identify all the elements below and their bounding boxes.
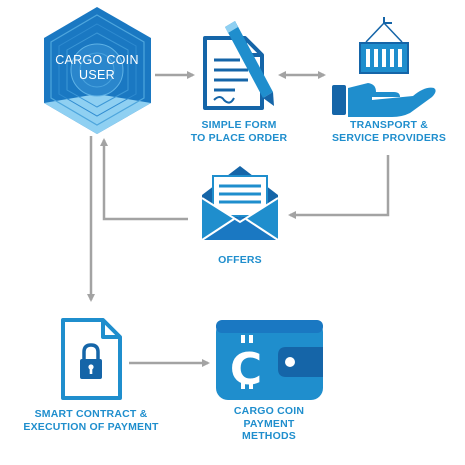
document-pen-icon: [203, 21, 274, 110]
svg-text:C: C: [230, 344, 262, 395]
providers-label-line1: TRANSPORT &: [349, 119, 429, 131]
user-label-line1: CARGO COIN: [55, 53, 139, 67]
payment-label-line2: PAYMENT: [243, 417, 295, 430]
connectors: [87, 71, 390, 367]
user-label-line2: USER: [79, 68, 115, 82]
form-label-line2: TO PLACE ORDER: [190, 131, 288, 144]
smart-contract-label: SMART CONTRACT & EXECUTION OF PAYMENT: [6, 408, 176, 433]
smart-contract-label-line1: SMART CONTRACT &: [34, 408, 148, 420]
offers-label-line1: OFFERS: [218, 254, 262, 266]
offers-label: OFFERS: [200, 254, 280, 267]
payment-label-line1: CARGO COIN: [233, 405, 305, 417]
payment-label-line3: METHODS: [242, 430, 296, 442]
smart-contract-label-line2: EXECUTION OF PAYMENT: [23, 420, 159, 433]
envelope-letter-icon: [201, 166, 279, 241]
arrow-offers-to-user: [100, 138, 188, 221]
form-label: SIMPLE FORM TO PLACE ORDER: [184, 119, 294, 144]
user-label: CARGO COIN USER: [49, 53, 145, 83]
arrow-providers-to-offers: [288, 155, 390, 219]
document-lock-icon: [61, 318, 122, 400]
form-label-line1: SIMPLE FORM: [201, 119, 277, 131]
payment-label: CARGO COIN PAYMENT METHODS: [214, 405, 324, 443]
hexagon-user-icon: [44, 7, 151, 134]
providers-label-line2: SERVICE PROVIDERS: [331, 131, 447, 144]
wallet-coin-icon: C: [216, 320, 323, 400]
providers-label: TRANSPORT & SERVICE PROVIDERS: [322, 119, 456, 144]
hand-container-icon: [332, 17, 436, 117]
